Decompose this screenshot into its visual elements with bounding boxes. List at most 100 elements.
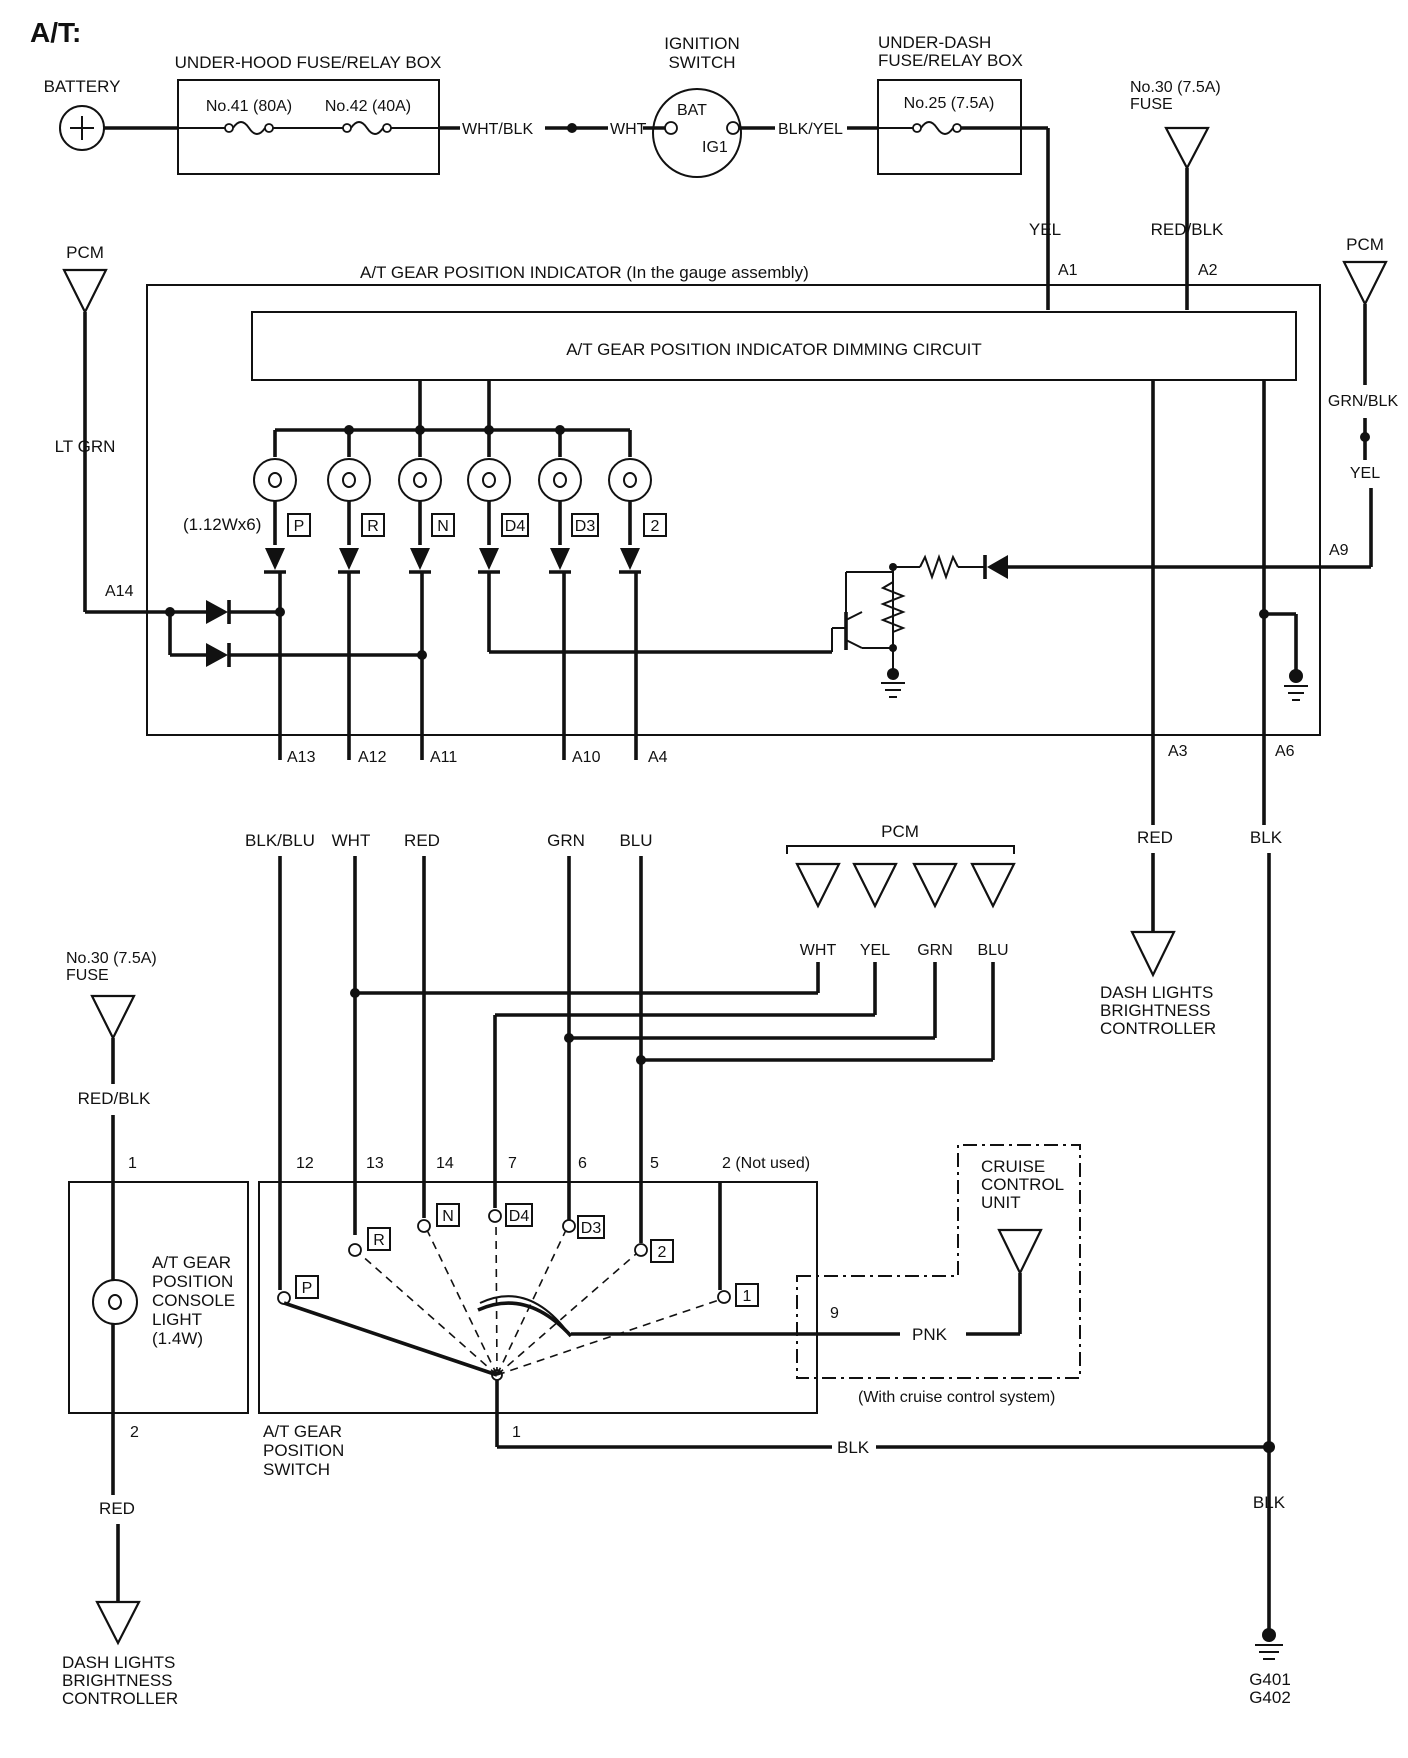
dash-controller-connector-icon — [1130, 930, 1176, 978]
console-light-label-4: LIGHT — [152, 1310, 202, 1329]
wire-yel-right-label: YEL — [1350, 465, 1380, 482]
cruise-option-boundary — [796, 1144, 1081, 1379]
diode-icon — [206, 600, 231, 624]
switch-title-3: SWITCH — [263, 1460, 330, 1479]
bulb-icon — [253, 458, 297, 502]
bulb-icon — [398, 458, 442, 502]
switch-pin-12: 12 — [296, 1155, 314, 1172]
switch-pos-d3: D3 — [577, 1215, 605, 1239]
wire-blk-right-label: BLK — [1253, 1493, 1286, 1512]
ground-g401: G401 — [1249, 1670, 1291, 1689]
bulb-column-d4 — [467, 430, 832, 654]
bulb-icon — [608, 458, 652, 502]
switch-pin-7: 7 — [508, 1155, 517, 1172]
switch-pin-2: 2 (Not used) — [722, 1155, 810, 1172]
bulb-column-2 — [608, 430, 652, 760]
ignition-switch-label-1: IGNITION — [664, 34, 740, 53]
svg-text:D3: D3 — [575, 518, 596, 535]
cruise-label-3: UNIT — [981, 1193, 1021, 1212]
wire-blk-bottom-label: BLK — [837, 1438, 870, 1457]
pin-a4: A4 — [648, 749, 668, 766]
pcm-blu-label: BLU — [977, 942, 1008, 959]
switch-pin-13: 13 — [366, 1155, 384, 1172]
fuse-30-left-label-2: FUSE — [66, 967, 109, 984]
bulb-icon — [92, 1279, 138, 1325]
cruise-label-2: CONTROL — [981, 1175, 1064, 1194]
underdash-box-title-1: UNDER-DASH — [878, 33, 991, 52]
pcm-connector-icon — [795, 862, 841, 909]
gear-label-p: P — [287, 513, 311, 537]
switch-title-1: A/T GEAR — [263, 1422, 342, 1441]
ignition-switch-label-2: SWITCH — [668, 53, 735, 72]
fuse-30-top-label-1: No.30 (7.5A) — [1130, 79, 1221, 96]
fuse-30-left-label-1: No.30 (7.5A) — [66, 950, 157, 967]
pcm-grn-label: GRN — [917, 942, 953, 959]
gear-indicator-assembly — [146, 284, 1321, 736]
wire-red-a3-label: RED — [1137, 828, 1173, 847]
console-light-label-1: A/T GEAR — [152, 1253, 231, 1272]
pcm-connector-icon — [1342, 260, 1388, 307]
ignition-bat-terminal: BAT — [677, 102, 707, 119]
resistor-icon — [919, 553, 959, 581]
pin-a13: A13 — [287, 749, 316, 766]
bulb-column-r — [327, 430, 371, 760]
switch-pin-1: 1 — [512, 1424, 521, 1441]
svg-text:R: R — [373, 1232, 385, 1249]
svg-text:P: P — [302, 1280, 313, 1297]
wire-yel-label: YEL — [1029, 220, 1061, 239]
switch-pin-5: 5 — [650, 1155, 659, 1172]
dimming-circuit — [251, 311, 1297, 381]
pin-a10: A10 — [572, 749, 601, 766]
dash-controller-right-3: CONTROLLER — [1100, 1019, 1216, 1038]
switch-pin-6: 6 — [578, 1155, 587, 1172]
diode-icon — [206, 643, 231, 667]
dash-controller-right-2: BRIGHTNESS — [1100, 1001, 1211, 1020]
gear-label-d4: D4 — [501, 513, 529, 537]
switch-arc — [477, 1301, 573, 1338]
diagram-title: A/T: — [30, 17, 81, 48]
pin-a6: A6 — [1275, 743, 1295, 760]
svg-text:N: N — [442, 1208, 454, 1225]
svg-text:1: 1 — [743, 1288, 752, 1305]
gear-label-n: N — [431, 513, 455, 537]
svg-text:D3: D3 — [581, 1220, 602, 1237]
pcm-connector-icon — [912, 862, 958, 909]
gear-label-2: 2 — [643, 513, 667, 537]
pin-a11: A11 — [430, 749, 457, 766]
wire-wht-blk-label: WHT/BLK — [462, 121, 533, 138]
pin-a2: A2 — [1198, 262, 1218, 279]
svg-text:2: 2 — [651, 518, 660, 535]
pin-a9: A9 — [1329, 542, 1349, 559]
bulb-column-n — [398, 430, 442, 760]
console-light-box — [68, 1181, 249, 1414]
fuse-icon — [878, 121, 1048, 135]
bulb-icon — [467, 458, 511, 502]
gear-label-r: R — [361, 513, 385, 537]
wire-pnk-label: PNK — [912, 1325, 948, 1344]
svg-text:D4: D4 — [509, 1208, 530, 1225]
ground-g402: G402 — [1249, 1688, 1291, 1707]
resistor-icon — [880, 581, 906, 633]
wire-red-left-label: RED — [99, 1499, 135, 1518]
wire-wht-label: WHT — [610, 121, 647, 138]
fuse-42-label: No.42 (40A) — [325, 98, 411, 115]
wire-lt-grn-label: LT GRN — [55, 437, 116, 456]
wire-blk-a6-label: BLK — [1250, 828, 1283, 847]
console-pin-2: 2 — [130, 1424, 139, 1441]
pcm-right-label: PCM — [1346, 235, 1384, 254]
bulb-icon — [538, 458, 582, 502]
wire-blk-blu-label: BLK/BLU — [245, 831, 315, 850]
wire-blk-yel-label: BLK/YEL — [778, 121, 843, 138]
cruise-note: (With cruise control system) — [858, 1389, 1055, 1406]
bulb-icon — [327, 458, 371, 502]
wire-blu-label: BLU — [619, 831, 652, 850]
dimming-transistor-icon — [831, 553, 1371, 698]
svg-text:2: 2 — [658, 1244, 667, 1261]
wire-red-label: RED — [404, 831, 440, 850]
switch-pos-d4: D4 — [505, 1203, 533, 1227]
switch-pos-n: N — [436, 1203, 460, 1227]
pcm-wht-label: WHT — [800, 942, 837, 959]
pcm-connector-icon — [62, 268, 108, 315]
dash-controller-left-3: CONTROLLER — [62, 1689, 178, 1708]
